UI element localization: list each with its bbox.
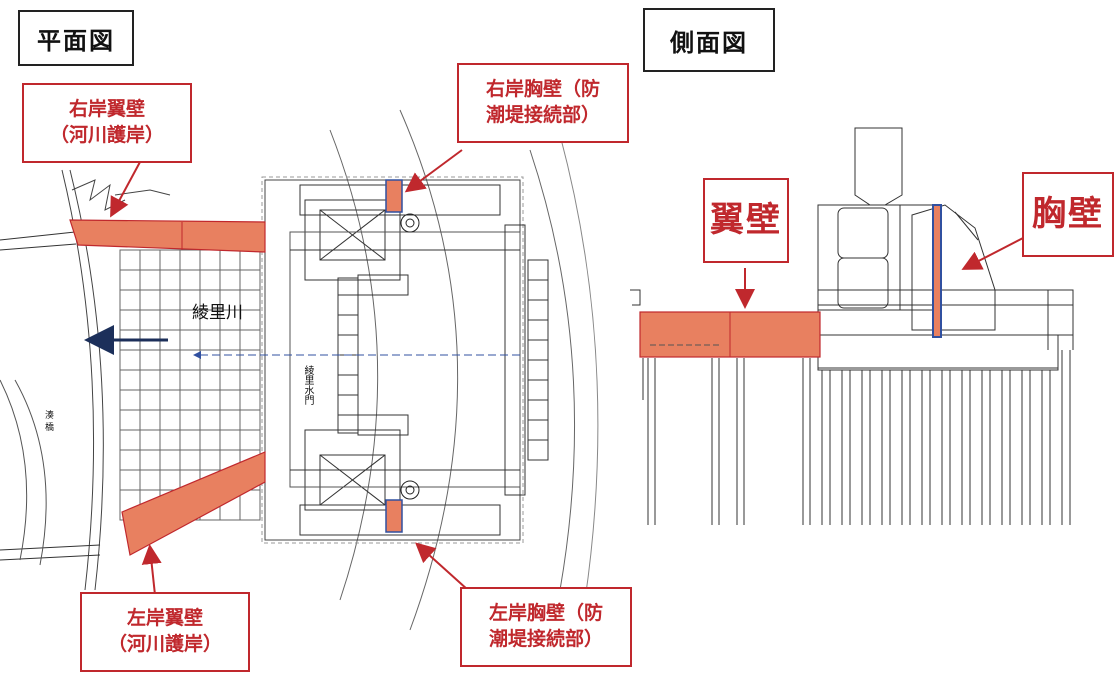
plan-view-drawing — [0, 109, 599, 631]
side-wing-wall-highlight — [639, 311, 821, 358]
right-wing-wall-callout: 右岸翼壁 （河川護岸） — [22, 83, 192, 163]
plan-view-title: 平面図 — [18, 10, 134, 66]
left-parapet-highlight — [385, 499, 403, 533]
right-parapet-callout: 右岸胸壁（防 潮堤接続部） — [457, 63, 629, 143]
right-parapet-leader — [404, 149, 463, 193]
parapet-leader — [961, 236, 1026, 270]
parapet-callout: 胸壁 — [1022, 172, 1114, 257]
left-wing-wall-callout: 左岸翼壁 （河川護岸） — [80, 592, 250, 672]
left-wing-wall-highlight — [121, 451, 266, 556]
bridge-label: 湊 橋 — [43, 410, 53, 431]
gate-label: 綾里水門 — [302, 365, 313, 405]
right-wing-wall-highlight — [69, 219, 266, 253]
apron-grid — [119, 249, 261, 521]
wing-wall-callout: 翼壁 — [703, 178, 789, 263]
left-parapet-callout: 左岸胸壁（防 潮堤接続部） — [460, 587, 632, 667]
side-parapet-highlight — [932, 204, 942, 338]
left-wing-wall-leader — [141, 544, 162, 596]
right-parapet-highlight — [385, 179, 403, 213]
side-view-title: 側面図 — [643, 8, 775, 72]
river-label: 綾里川 — [192, 303, 243, 323]
right-wing-wall-leader — [110, 161, 141, 218]
left-parapet-leader — [415, 542, 469, 591]
side-view-drawing — [630, 127, 1074, 525]
